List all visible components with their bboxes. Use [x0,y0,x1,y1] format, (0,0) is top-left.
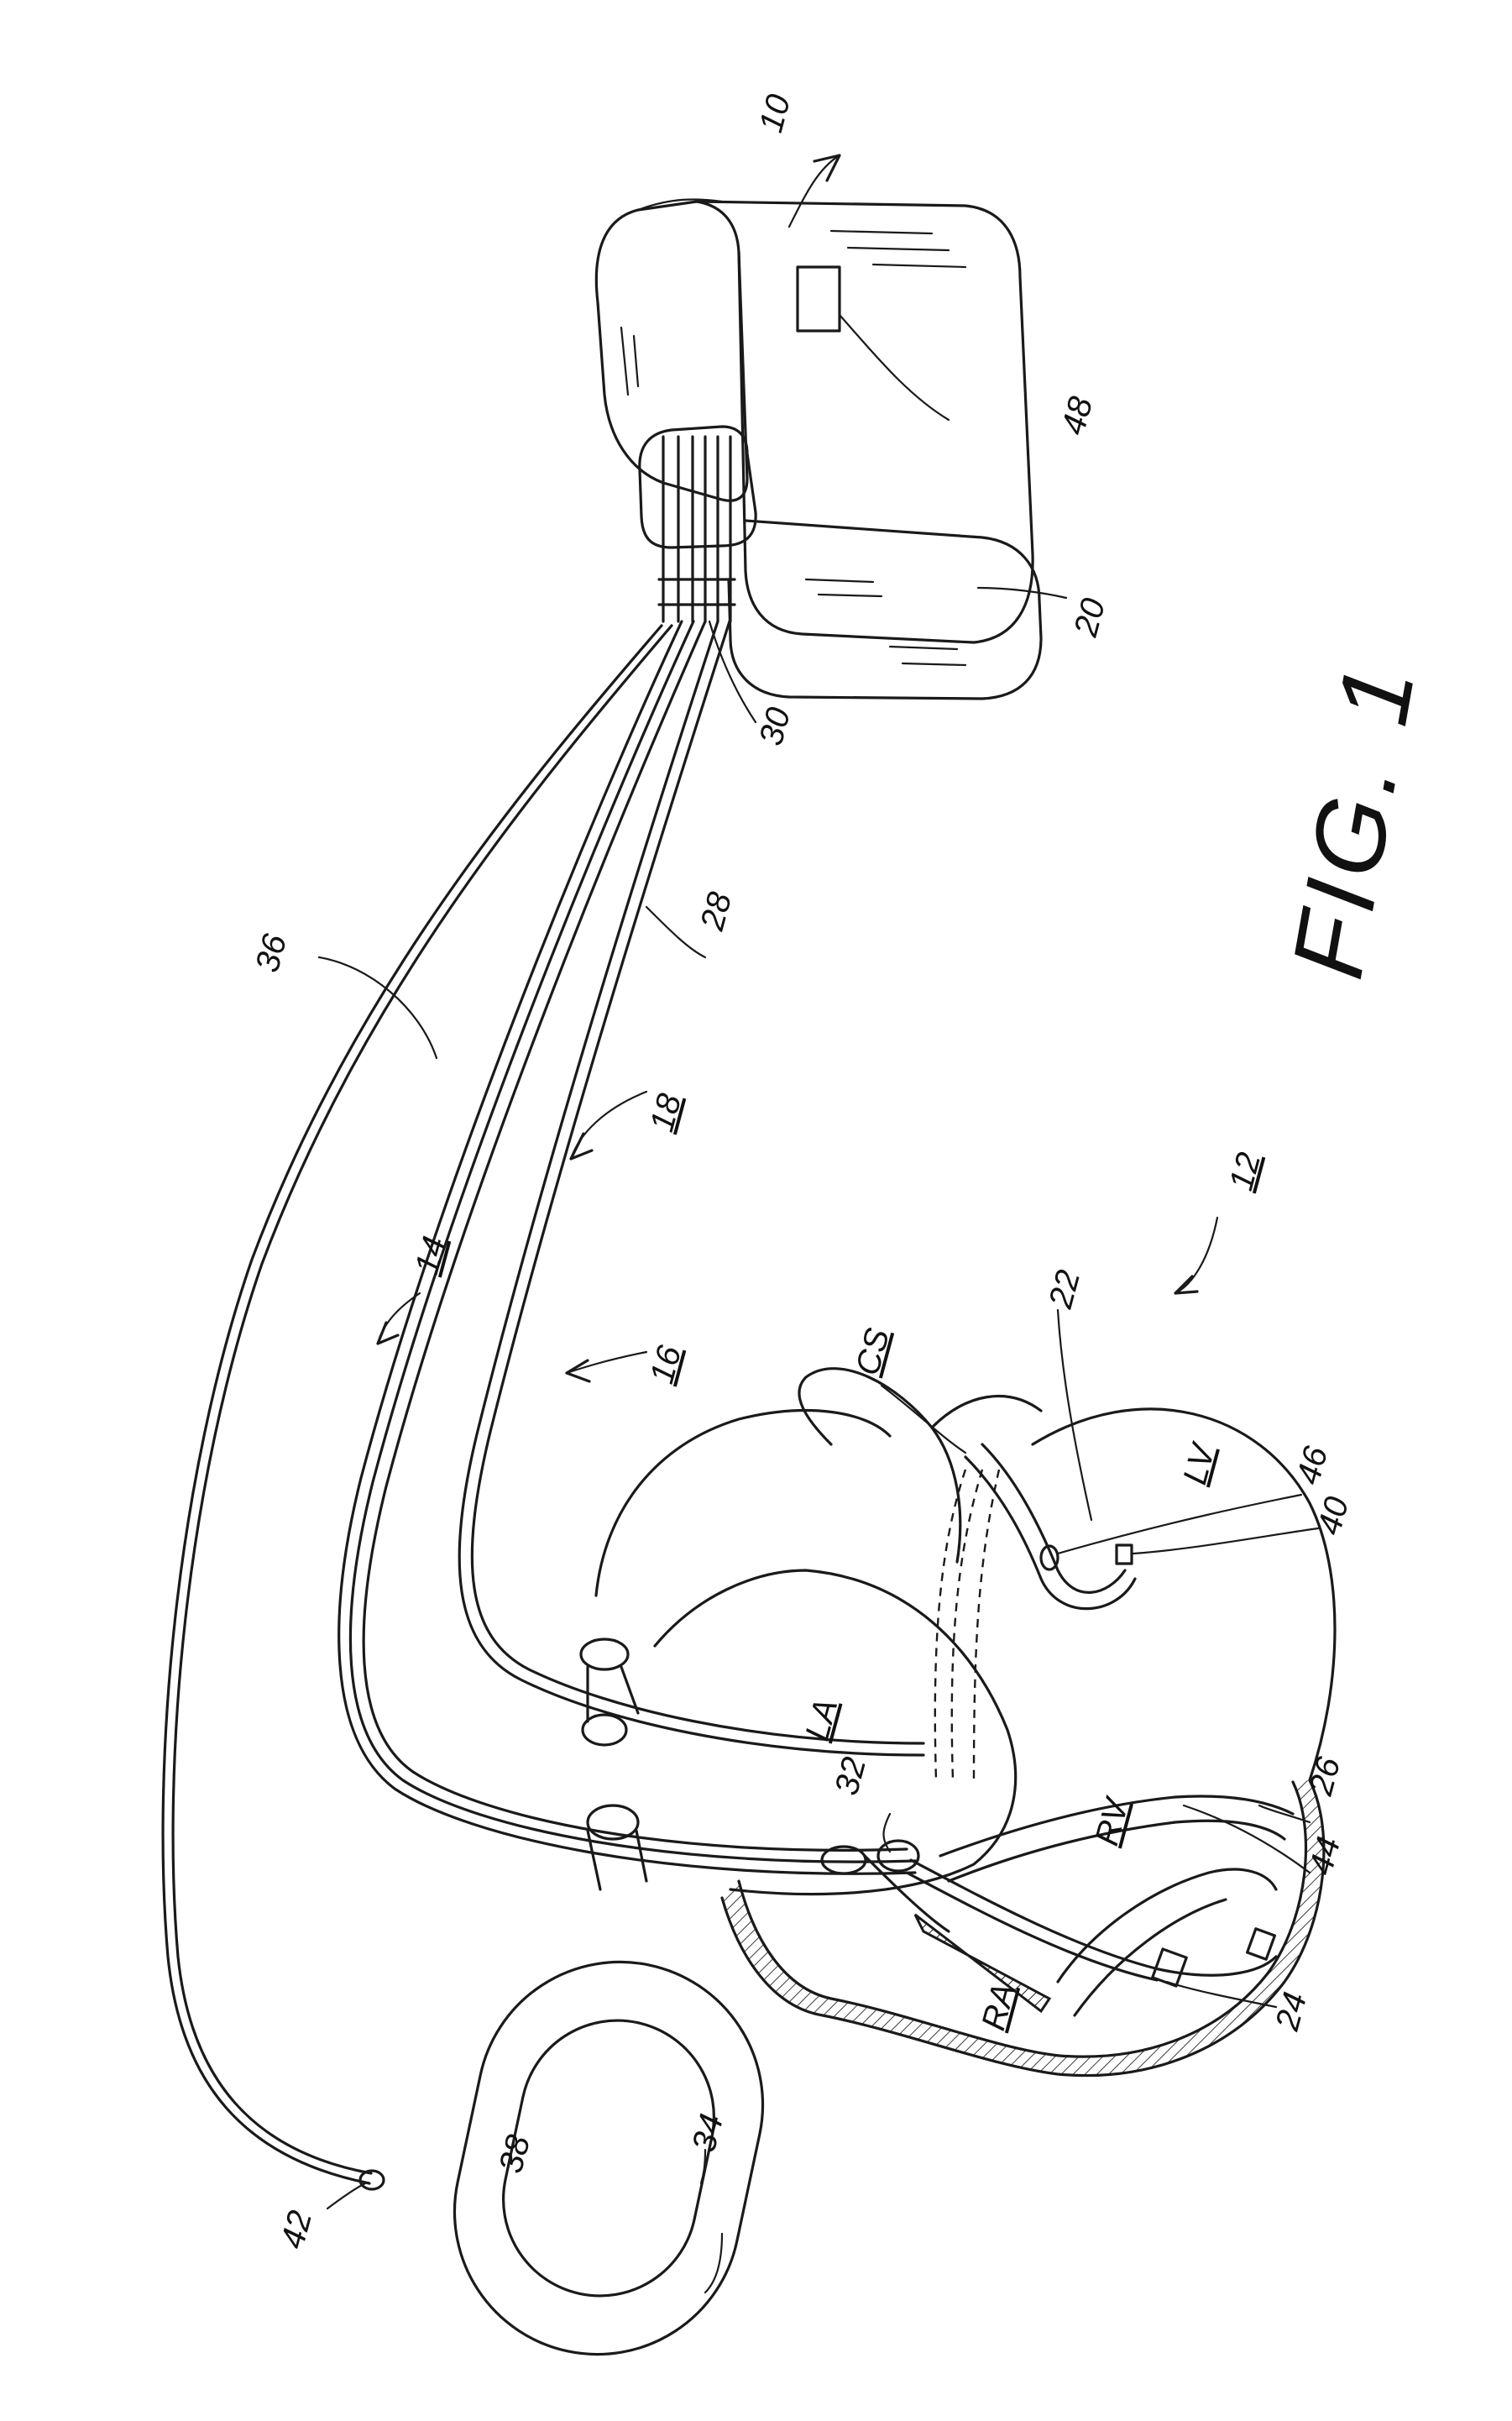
label-cs: CS [849,1324,897,1379]
patch-electrode [428,1936,789,2381]
label-34: 34 [685,2110,730,2156]
label-12: 12 [1222,1149,1268,1194]
label-32: 32 [828,1753,873,1799]
label-ra: RA [975,1979,1023,2034]
label-16: 16 [643,1341,688,1387]
label-46: 46 [1290,1442,1335,1488]
label-rv: RV [1088,1793,1137,1850]
label-48: 48 [1054,392,1100,438]
label-20: 20 [1067,595,1112,641]
label-42: 42 [274,2207,319,2252]
lead-36 [163,626,662,2183]
label-36: 36 [249,930,294,976]
label-38: 38 [492,2130,537,2177]
label-28: 28 [693,888,739,935]
label-22: 22 [1042,1266,1087,1313]
label-30: 30 [752,704,798,749]
lead-28 [459,621,923,1755]
device-window [798,267,840,331]
label-lv: LV [1176,1438,1222,1489]
label-40: 40 [1311,1493,1356,1538]
label-10: 10 [752,91,798,136]
label-18: 18 [643,1089,688,1135]
reference-labels: 10 48 20 30 28 36 18 12 14 16 22 CS LV 4… [249,91,1356,2252]
label-la: LA [798,1695,845,1745]
label-24: 24 [1269,1989,1314,2035]
connector-header [640,427,756,621]
figure-caption: FIG. 1 [1271,652,1437,987]
